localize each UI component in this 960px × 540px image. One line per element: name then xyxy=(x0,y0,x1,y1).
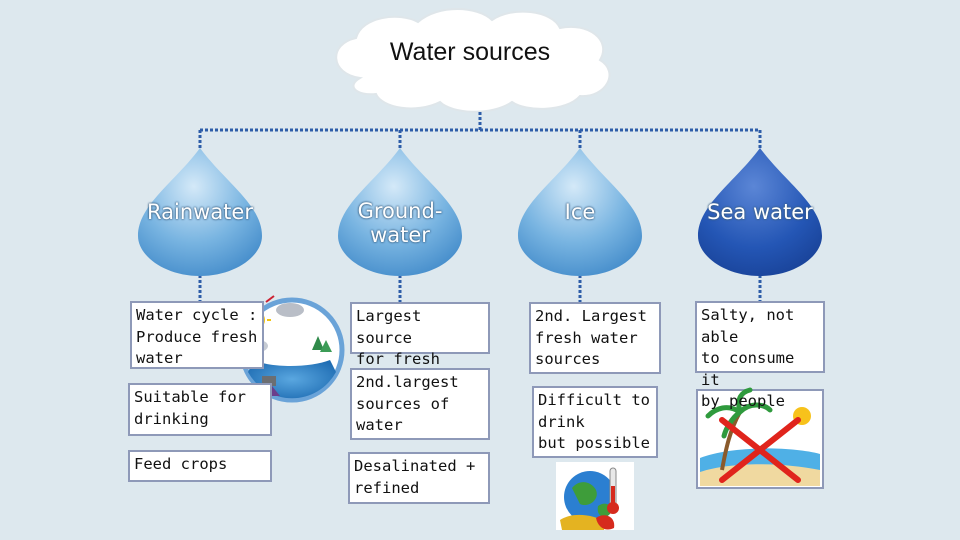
groundwater-drop xyxy=(338,148,462,276)
page-title: Water sources xyxy=(389,38,551,66)
sea-water-drop xyxy=(698,148,822,276)
rain-detail-water-cycle: Water cycle : Produce fresh water xyxy=(130,301,264,369)
ground-detail-largest: Largest source for fresh water xyxy=(350,302,490,390)
rainwater-drop xyxy=(138,148,262,276)
ground-detail-desalinated: Desalinated + refined xyxy=(348,452,490,504)
rain-detail-drinking: Suitable for drinking xyxy=(128,383,272,436)
title-cloud xyxy=(335,8,611,113)
earth-thermometer-image xyxy=(556,462,634,530)
ice-drop xyxy=(518,148,642,276)
source-label-groundwater: Ground- water xyxy=(357,199,443,247)
source-label-sea-water: Sea water xyxy=(707,200,813,224)
rain-detail-crops: Feed crops xyxy=(128,450,272,482)
ice-detail-second: 2nd. Largest fresh water sources xyxy=(529,302,661,374)
source-label-rainwater: Rainwater xyxy=(147,200,253,224)
source-label-ice: Ice xyxy=(564,200,596,224)
sea-detail-salty: Salty, not able to consume it by people xyxy=(695,301,825,410)
beach-crossed-image xyxy=(696,387,824,489)
connector-lines xyxy=(198,112,762,302)
ground-detail-second: 2nd.largest sources of water xyxy=(350,368,490,440)
ice-detail-difficult: Difficult to drink but possible xyxy=(532,386,658,458)
